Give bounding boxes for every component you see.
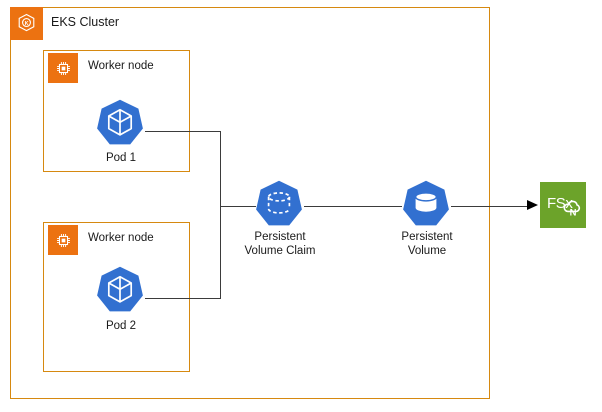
connector-pod2-to-bus	[145, 298, 221, 300]
arrow-head-icon	[527, 200, 538, 210]
connector-pv-to-fsx	[451, 205, 529, 207]
eks-cluster-label: EKS Cluster	[51, 15, 120, 29]
svg-text:FSx: FSx	[547, 195, 573, 212]
pvc-label-line-1: Persistent	[254, 231, 306, 243]
pod-1-label: Pod 1	[105, 152, 137, 164]
kubernetes-pod-icon-1	[94, 97, 146, 154]
fsx-netapp-sublabel: N	[570, 208, 577, 219]
pvc-label-line-2: Volume Claim	[244, 244, 316, 257]
eks-cluster-boundary	[10, 7, 490, 399]
worker-node-chip-icon	[48, 225, 78, 255]
pod-1-caption: Pod 1	[106, 152, 136, 166]
kubernetes-pod-icon-2	[94, 264, 146, 321]
worker-node-chip-icon	[48, 53, 78, 83]
svg-text:K: K	[25, 21, 29, 27]
pod-2-label: Pod 2	[105, 320, 137, 332]
fsx-netapp-ontap-icon: FSx N	[540, 182, 586, 228]
connector-bus-to-pvc	[219, 206, 256, 208]
worker-node-label-2: Worker node	[88, 232, 154, 244]
connector-pod1-to-bus	[145, 131, 221, 133]
persistent-volume-icon	[400, 178, 452, 235]
worker-node-label-1: Worker node	[88, 60, 154, 72]
connector-pvc-to-pv	[304, 206, 402, 208]
pv-label-line-1: Persistent	[401, 231, 453, 243]
worker-node-boundary-1	[43, 50, 190, 172]
pv-label-line-2: Volume	[407, 244, 447, 257]
persistent-volume-claim-icon	[253, 178, 305, 235]
pvc-caption: Persistent Volume Claim	[245, 231, 316, 258]
pv-caption: Persistent Volume	[401, 231, 452, 258]
connector-vertical-bus	[219, 131, 221, 299]
worker-node-boundary-2	[43, 222, 190, 372]
pod-2-caption: Pod 2	[106, 320, 136, 334]
eks-kubernetes-icon: K	[10, 7, 43, 40]
